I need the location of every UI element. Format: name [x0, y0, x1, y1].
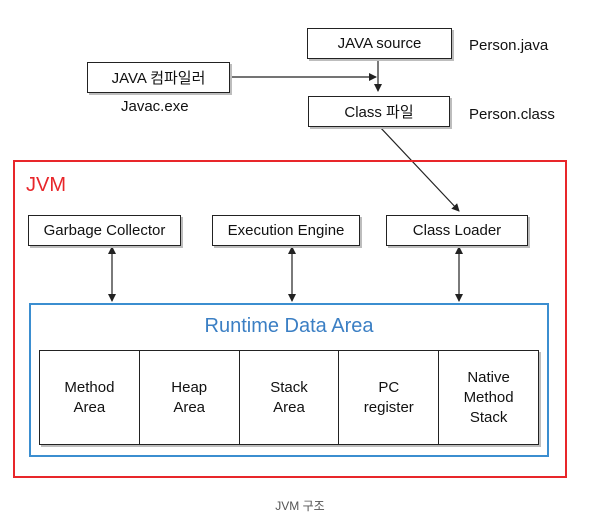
runtime-data-area-title: Runtime Data Area [204, 315, 374, 337]
class-file-label: Class 파일 [344, 104, 414, 121]
class-loader-label: Class Loader [412, 222, 502, 239]
java-compiler-box: JAVA 컴파일러 [87, 62, 230, 93]
figure-caption: JVM 구조 [275, 499, 325, 513]
java-source-label: JAVA source [337, 35, 422, 52]
class-loader-box: Class Loader [386, 215, 528, 246]
stack-area-cell: Stack Area [239, 351, 340, 444]
person-java-label: Person.java [469, 37, 549, 54]
native-method-stack-cell: Native Method Stack [439, 351, 538, 444]
method-area-cell: Method Area [40, 351, 140, 444]
jvm-title: JVM [26, 174, 66, 196]
execution-engine-label: Execution Engine [227, 222, 345, 239]
heap-area-cell: Heap Area [139, 351, 240, 444]
arrow-class-to-loader [377, 124, 460, 212]
execution-engine-box: Execution Engine [212, 215, 360, 246]
garbage-collector-label: Garbage Collector [43, 222, 166, 239]
java-source-box: JAVA source [307, 28, 452, 59]
runtime-data-area-frame [29, 303, 549, 457]
class-file-box: Class 파일 [308, 96, 450, 127]
runtime-data-area-cells: Method Area Heap Area Stack Area PC regi… [39, 350, 539, 445]
javac-exe-label: Javac.exe [121, 98, 189, 115]
java-compiler-label: JAVA 컴파일러 [111, 70, 206, 87]
pc-register-cell: PC register [339, 351, 440, 444]
jvm-frame [13, 160, 567, 478]
person-class-label: Person.class [469, 106, 555, 123]
garbage-collector-box: Garbage Collector [28, 215, 181, 246]
